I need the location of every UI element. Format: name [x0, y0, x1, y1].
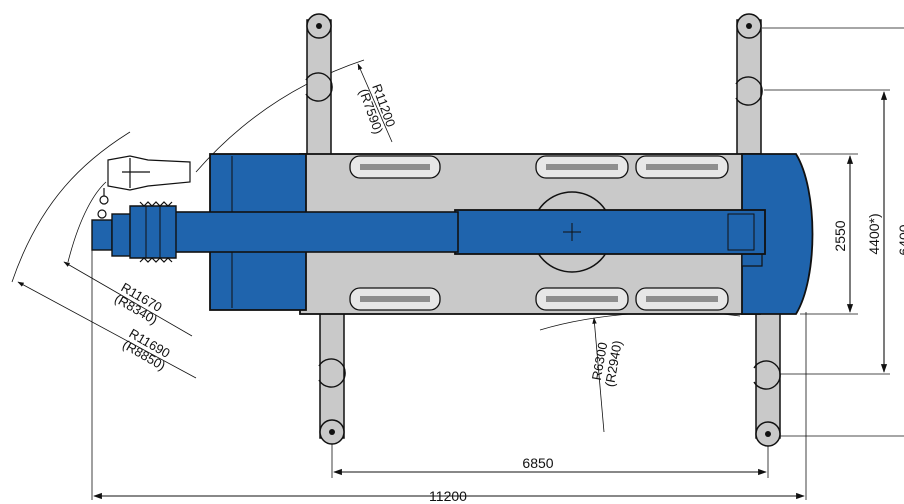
- boom-head: [91, 201, 177, 263]
- wheels: [349, 155, 729, 311]
- outriggers: [305, 13, 781, 447]
- boom-reach-line: [63, 261, 193, 337]
- front-cab: [741, 153, 814, 315]
- tail-radius-arc: [195, 59, 365, 173]
- boom-telescopic-section: [171, 211, 459, 253]
- hook-reach-line: [17, 281, 197, 379]
- dim-11200: 11200: [429, 488, 467, 504]
- superstructure: [91, 153, 814, 315]
- dim-6850: 6850: [522, 455, 553, 471]
- inner-working-arc: [67, 181, 107, 263]
- boom-base-section: [454, 209, 766, 255]
- tail-radius-leader: [357, 63, 393, 143]
- dim-4400: 4400*): [866, 213, 882, 254]
- outrigger-pad-icon: [306, 13, 781, 447]
- dim-2550: 2550: [832, 220, 848, 251]
- swing-radius-arcs: [11, 59, 741, 433]
- crosshair-icon: [563, 223, 581, 241]
- hook-block-icon: [97, 155, 191, 219]
- outrigger-beam-front-right: [736, 19, 762, 159]
- jack-ring-icons: [305, 72, 781, 390]
- dim-6400: 6400: [896, 224, 904, 255]
- swing-radius-leader: [592, 317, 605, 433]
- outrigger-beam-rear-left: [319, 307, 345, 439]
- outrigger-beam-rear-right: [755, 307, 781, 439]
- dimension-lines: [91, 27, 904, 500]
- swing-radius-primary: R6300: [589, 341, 610, 381]
- outer-working-arc: [11, 131, 131, 283]
- dimension-labels: 6850 11200 2550 4400*) 6400: [429, 213, 904, 504]
- outrigger-beam-front-left: [306, 19, 332, 159]
